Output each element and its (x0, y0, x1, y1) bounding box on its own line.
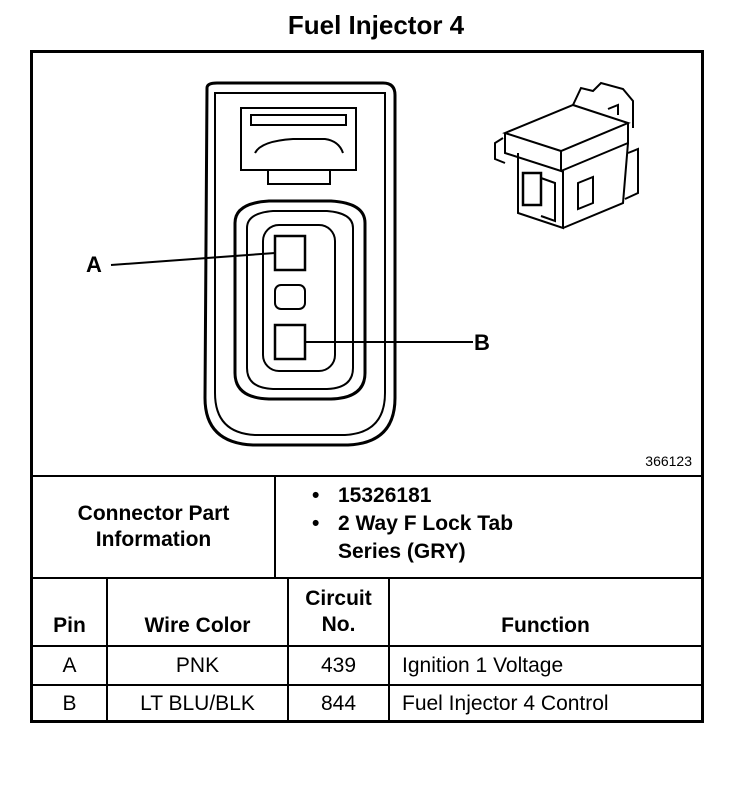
connector-info-label: Connector Part Information (33, 477, 274, 577)
header-function: Function (501, 614, 590, 637)
header-wire-color: Wire Color (144, 614, 251, 637)
table-cell-function: Ignition 1 Voltage (402, 653, 564, 677)
header-circuit-line2: No. (321, 613, 356, 636)
connector-series: Series (GRY) (338, 540, 466, 563)
table-cell-wire-color: PNK (175, 653, 220, 677)
table-cell-function: Fuel Injector 4 Control (402, 692, 609, 715)
header-circuit-line1: Circuit (305, 587, 372, 610)
pin-b-terminal (273, 323, 307, 361)
col-divider-3 (388, 577, 390, 723)
connector-info-bullets: •15326181 •2 Way F Lock Tab Series (GRY) (312, 482, 513, 566)
table-cell-circuit: 844 (320, 692, 357, 715)
pin-a-label: A (86, 252, 102, 277)
bullet-item: •2 Way F Lock Tab (312, 510, 513, 538)
table-divider-header (30, 577, 704, 579)
header-pin: Pin (53, 614, 86, 637)
pin-a-terminal (273, 234, 307, 272)
col-divider-2 (287, 577, 289, 723)
part-number: 15326181 (338, 484, 432, 507)
connector-frame (30, 50, 704, 723)
info-divider (274, 475, 276, 577)
table-divider-row1 (30, 645, 704, 647)
figure-number: 366123 (645, 453, 692, 469)
table-cell-pin: B (62, 692, 77, 715)
connector-isometric-view (494, 81, 639, 230)
pin-a-leader-line (110, 252, 276, 266)
bullet-item: •15326181 (312, 482, 513, 510)
connector-type: 2 Way F Lock Tab (338, 512, 514, 535)
table-cell-circuit: 439 (320, 653, 357, 677)
connector-info-label-line1: Connector Part (77, 502, 230, 525)
col-divider-1 (106, 577, 108, 723)
connector-diagram (110, 81, 639, 447)
table-divider-row2 (30, 684, 704, 686)
header-circuit-no: Circuit No. (289, 579, 388, 645)
table-cell-wire-color: LT BLU/BLK (140, 692, 255, 715)
page-title: Fuel Injector 4 (287, 10, 465, 40)
table-cell-pin: A (62, 653, 77, 677)
table-divider-top (30, 475, 704, 477)
connector-face-view (203, 81, 397, 447)
connector-info-label-line2: Information (95, 528, 212, 551)
pin-b-label: B (474, 330, 490, 355)
